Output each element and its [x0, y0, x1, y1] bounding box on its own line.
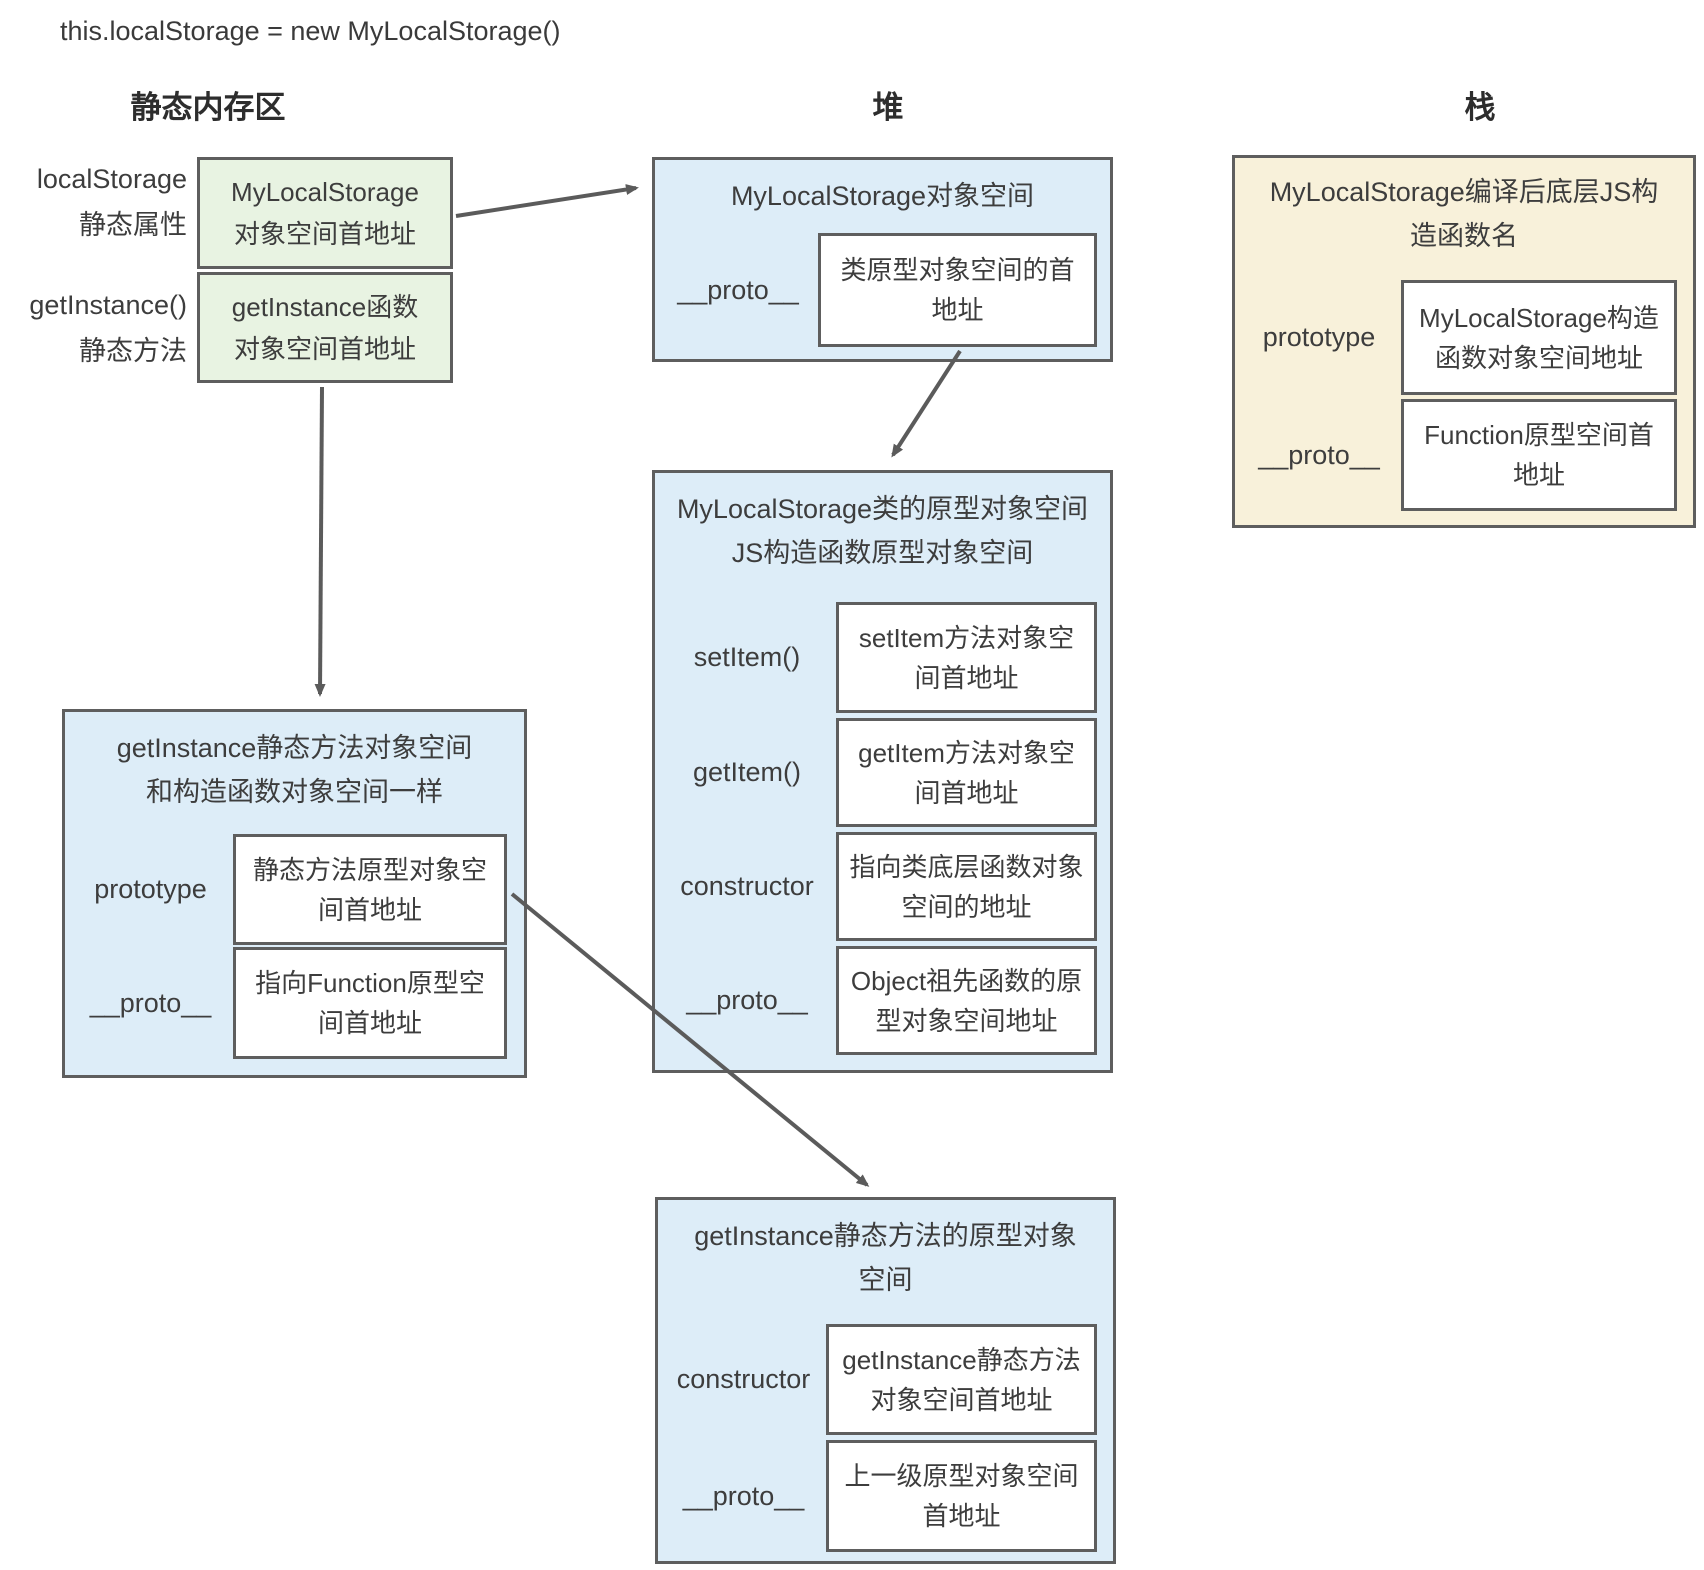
smp-constructor-label: constructor — [676, 1364, 811, 1394]
heap-object-proto-label: __proto__ — [677, 274, 799, 305]
static-value-line: getInstance函数 — [231, 291, 419, 322]
column-header-stack: 栈 — [1464, 90, 1496, 125]
heap-object-box: MyLocalStorage对象空间 __proto__ 类原型对象空间的首地址 — [652, 157, 1113, 362]
code-line: this.localStorage = new MyLocalStorage() — [60, 16, 561, 46]
prototype-row-label-constructor: constructor — [680, 871, 814, 901]
static-value-line: 对象空间首地址 — [233, 219, 416, 249]
static-row-label-getinstance: getInstance() 静态方法 — [10, 282, 187, 374]
heap-object-box-title: MyLocalStorage对象空间 — [730, 181, 1035, 211]
stack-proto-value: Function原型空间首地址 — [1401, 399, 1677, 511]
smp-constructor-value: getInstance静态方法对象空间首地址 — [826, 1324, 1097, 1435]
prototype-row-label-proto: __proto__ — [686, 985, 808, 1015]
static-value-line: MyLocalStorage — [231, 177, 419, 207]
arrow-static-to-heap-object — [455, 184, 639, 218]
class-prototype-box-title: MyLocalStorage类的原型对象空间 JS构造函数原型对象空间 — [655, 487, 1110, 575]
stack-prototype-label: prototype — [1262, 322, 1376, 352]
arrow-heap-object-to-class-prototype — [891, 349, 962, 458]
smp-proto-value: 上一级原型对象空间首地址 — [826, 1440, 1097, 1552]
static-label-name: getInstance() — [29, 290, 187, 320]
static-method-box-title: getInstance静态方法对象空间 和构造函数对象空间一样 — [65, 726, 524, 814]
static-label-name: localStorage — [36, 164, 187, 194]
stack-box-title-line1: MyLocalStorage编译后底层JS构 — [1269, 177, 1659, 207]
smp-proto-label: __proto__ — [682, 1480, 805, 1511]
stack-proto-label: __proto__ — [1258, 439, 1380, 470]
static-method-prototype-value: 静态方法原型对象空间首地址 — [233, 834, 507, 945]
static-method-box: getInstance静态方法对象空间 和构造函数对象空间一样 prototyp… — [62, 709, 527, 1078]
static-value-line: 对象空间首地址 — [233, 333, 416, 364]
static-method-title-line2: 和构造函数对象空间一样 — [146, 777, 443, 807]
static-method-proto-label: __proto__ — [89, 987, 212, 1018]
arrow-static-to-static-method-box — [314, 386, 326, 697]
static-method-proto-value: 指向Function原型空间首地址 — [233, 947, 507, 1059]
stack-box-title: MyLocalStorage编译后底层JS构 造函数名 — [1235, 170, 1693, 258]
prototype-row-value-constructor: 指向类底层函数对象空间的地址 — [836, 832, 1097, 941]
static-method-title-line1: getInstance静态方法对象空间 — [116, 733, 473, 763]
static-label-kind: 静态方法 — [79, 336, 187, 366]
static-value-box-localstorage: MyLocalStorage 对象空间首地址 — [197, 157, 453, 269]
stack-constructor-box: MyLocalStorage编译后底层JS构 造函数名 prototype My… — [1232, 155, 1696, 528]
column-header-heap: 堆 — [872, 90, 904, 125]
static-method-prototype-box: getInstance静态方法的原型对象 空间 constructor getI… — [655, 1197, 1116, 1564]
static-label-kind: 静态属性 — [79, 210, 187, 240]
static-method-prototype-label: prototype — [94, 874, 207, 904]
prototype-row-value-setitem: setItem方法对象空间首地址 — [836, 602, 1097, 713]
class-prototype-title-line1: MyLocalStorage类的原型对象空间 — [676, 494, 1089, 524]
column-header-static-area: 静态内存区 — [130, 90, 286, 125]
class-prototype-box: MyLocalStorage类的原型对象空间 JS构造函数原型对象空间 setI… — [652, 470, 1113, 1073]
prototype-row-label-setitem: setItem() — [693, 642, 801, 672]
prototype-row-label-getitem: getItem() — [692, 757, 802, 787]
static-method-prototype-box-title: getInstance静态方法的原型对象 空间 — [658, 1214, 1113, 1302]
class-prototype-title-line2: JS构造函数原型对象空间 — [731, 538, 1034, 568]
smp-title-line2: 空间 — [858, 1265, 913, 1295]
stack-box-title-line2: 造函数名 — [1410, 221, 1518, 251]
heap-object-proto-value: 类原型对象空间的首地址 — [818, 233, 1097, 347]
smp-title-line1: getInstance静态方法的原型对象 — [694, 1221, 1077, 1251]
prototype-row-value-getitem: getItem方法对象空间首地址 — [836, 718, 1097, 827]
static-value-box-getinstance: getInstance函数 对象空间首地址 — [197, 272, 453, 383]
static-row-label-localstorage: localStorage 静态属性 — [10, 156, 187, 248]
stack-prototype-value: MyLocalStorage构造函数对象空间地址 — [1401, 280, 1677, 395]
prototype-row-value-proto: Object祖先函数的原型对象空间地址 — [836, 946, 1097, 1055]
